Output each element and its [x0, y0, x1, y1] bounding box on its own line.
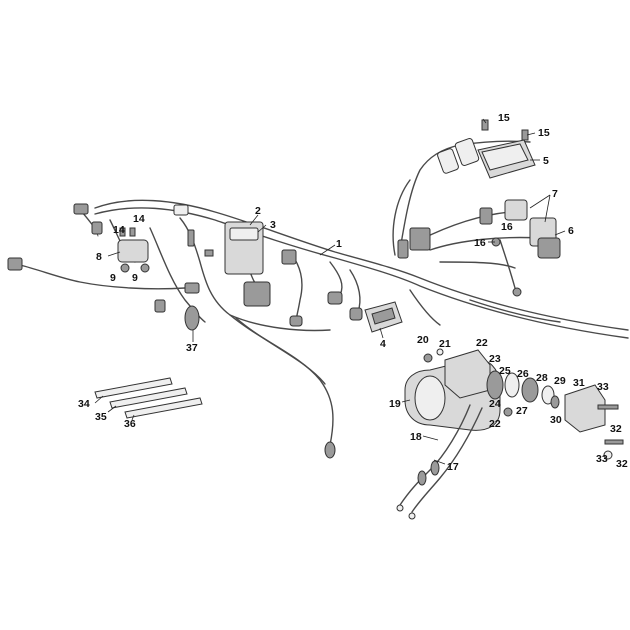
callout-33-top: 33: [597, 381, 609, 393]
callout-34: 34: [78, 398, 90, 410]
callout-24: 24: [489, 398, 501, 410]
callout-29: 29: [554, 375, 566, 387]
washer-30: [550, 395, 560, 409]
connector-vertical: [187, 229, 195, 247]
callout-23: 23: [489, 353, 501, 365]
relays-6-7: [504, 199, 561, 259]
callout-31: 31: [573, 377, 585, 389]
nut-20: [423, 353, 433, 363]
callout-32-top: 32: [610, 423, 622, 435]
callout-33-bottom: 33: [596, 453, 608, 465]
callout-3: 3: [270, 219, 276, 231]
callout-22-top: 22: [476, 337, 488, 349]
callout-6: 6: [568, 225, 574, 237]
connector-far-left: [7, 257, 23, 271]
gear-25: [486, 370, 504, 400]
cable-tie-36: [124, 397, 203, 419]
callout-8: 8: [96, 251, 102, 263]
callout-15-right: 15: [538, 127, 550, 139]
callout-9-right: 9: [132, 272, 138, 284]
terminal-16: [491, 237, 522, 297]
connector-multi-pin-a: [437, 148, 459, 174]
callout-9-left: 9: [110, 272, 116, 284]
leader-lines: [94, 118, 566, 465]
housing-31: [564, 384, 606, 433]
connector-mid-lower: [327, 291, 343, 305]
sensor-37: [184, 305, 200, 331]
relay-4: [364, 301, 403, 333]
connector-round: [289, 315, 303, 327]
connector-near-4: [349, 307, 363, 321]
callout-14-lower: 14: [113, 224, 125, 236]
cable-tie-35: [109, 387, 188, 409]
circlip-24: [503, 407, 513, 417]
connector-right-upper: [479, 207, 493, 225]
cables-17-18: [396, 404, 483, 520]
callout-20: 20: [417, 334, 429, 346]
connector-mid: [281, 249, 297, 265]
callout-36: 36: [124, 418, 136, 430]
callout-32-bottom: 32: [616, 458, 628, 470]
callout-27: 27: [516, 405, 528, 417]
regulator-connector: [243, 281, 271, 307]
callout-35: 35: [95, 411, 107, 423]
callout-1: 1: [336, 238, 342, 250]
main-wiring-harness: [19, 140, 629, 446]
connector-37-side: [154, 299, 166, 313]
connector-lead-end: [184, 282, 200, 294]
callout-21: 21: [439, 338, 451, 350]
callout-5: 5: [543, 155, 549, 167]
callout-18: 18: [410, 431, 422, 443]
callout-16-left: 16: [474, 237, 486, 249]
bolt-32: [597, 404, 619, 410]
callout-4: 4: [380, 338, 386, 350]
callout-26: 26: [517, 368, 529, 380]
callout-7: 7: [552, 188, 558, 200]
callout-37: 37: [186, 342, 198, 354]
callout-labels: 1 2 3 4 5 6 7 8 9 9 14 14 15 15 16 16 17…: [78, 112, 628, 473]
washer-21: [436, 348, 444, 356]
washer-33: [603, 450, 613, 460]
callout-16-right: 16: [501, 221, 513, 233]
cable-ties: [94, 377, 203, 419]
connector-top: [173, 204, 189, 216]
callout-25: 25: [499, 365, 511, 377]
callout-28: 28: [536, 372, 548, 384]
starter-motor-assembly: [404, 348, 624, 460]
bolt-32b: [604, 439, 624, 445]
connector-multi-pin-b: [454, 137, 480, 167]
bearing-28: [521, 377, 539, 403]
callout-2: 2: [255, 205, 261, 217]
connector-right-small: [397, 239, 409, 259]
callout-30: 30: [550, 414, 562, 426]
callout-19: 19: [389, 398, 401, 410]
cable-tie-34: [94, 377, 173, 399]
washer-26: [504, 372, 520, 398]
small-fuse: [204, 249, 214, 257]
harness-connectors: [7, 137, 493, 459]
callout-17: 17: [447, 461, 459, 473]
starter-relay-8: [117, 227, 150, 273]
regulator-5: [477, 139, 536, 179]
connector-upper-left: [73, 203, 89, 215]
callout-14-upper: 14: [133, 213, 145, 225]
connector-left-small: [91, 221, 103, 235]
spark-plug-cap: [324, 441, 336, 459]
callout-15-left: 15: [498, 112, 510, 124]
control-unit-2-3: [224, 221, 271, 307]
connector-right-block: [409, 227, 431, 251]
callout-22-bottom: 22: [489, 418, 501, 430]
